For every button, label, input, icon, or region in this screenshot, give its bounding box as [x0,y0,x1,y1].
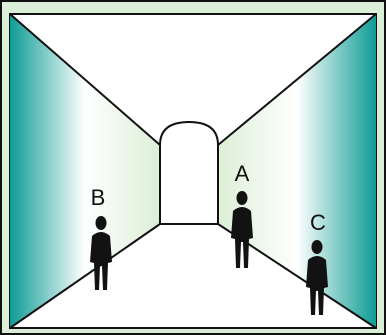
label-c: C [310,210,326,235]
corridor-edges [9,13,377,329]
arched-doorway [159,120,219,225]
person-b-figure [90,216,112,290]
label-a: A [235,161,250,186]
label-b: B [91,185,106,210]
person-a-figure [231,191,253,268]
person-c-figure [306,240,328,315]
